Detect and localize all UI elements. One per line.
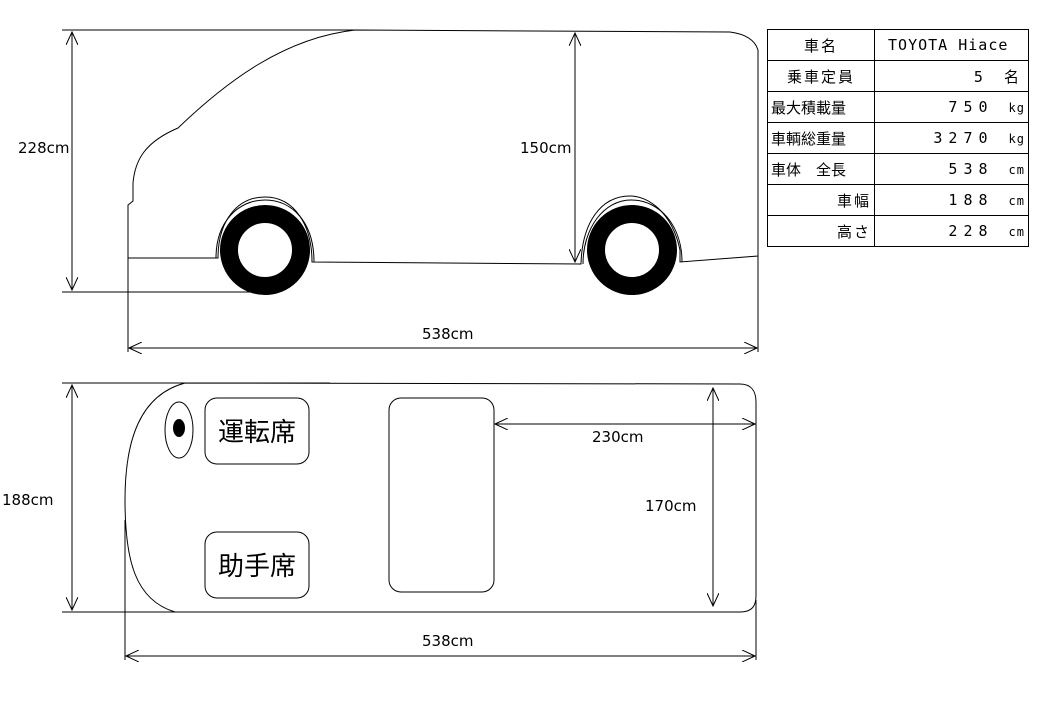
- van-top-outline: [124, 382, 757, 613]
- spec-value: 5 名: [874, 60, 1029, 92]
- length-label-top: 538cm: [422, 632, 474, 650]
- spec-row-length: 車体 全長 538 cm: [767, 153, 1029, 185]
- side-view: 228cm 150cm 538cm: [18, 29, 759, 352]
- spec-label: 車幅: [767, 184, 875, 216]
- capacity-value: 5: [973, 67, 989, 86]
- spec-label: 車体 全長: [767, 153, 875, 185]
- spec-row-height: 高さ 228 cm: [767, 215, 1029, 247]
- height-value: 228: [948, 222, 994, 240]
- driver-seat: [204, 397, 310, 465]
- length-value: 538: [948, 160, 994, 178]
- spec-row-width: 車幅 188 cm: [767, 184, 1029, 216]
- front-wheel: [220, 205, 310, 295]
- top-view: 運転席 助手席 188cm 230cm 170cm 538cm: [2, 382, 757, 660]
- spec-row-capacity: 乗車定員 5 名: [767, 60, 1029, 92]
- spec-value: 3270 kg: [874, 122, 1029, 154]
- width-total-label: 188cm: [2, 491, 54, 509]
- spec-value: 228 cm: [874, 215, 1029, 247]
- rear-wheel-arch: [582, 199, 683, 265]
- spec-row-gross-weight: 車輌総重量 3270 kg: [767, 122, 1029, 154]
- rear-wheel: [587, 205, 677, 295]
- spec-label: 最大積載量: [767, 91, 875, 123]
- spec-row-name: 車名 TOYOTA Hiace: [767, 29, 1029, 61]
- front-wheel-arch: [215, 199, 315, 263]
- spec-value: TOYOTA Hiace: [874, 29, 1029, 61]
- length-unit: cm: [1008, 163, 1025, 177]
- gross-weight-value: 3270: [933, 129, 994, 147]
- spec-row-max-load: 最大積載量 750 kg: [767, 91, 1029, 123]
- cargo-height-label: 150cm: [520, 139, 572, 157]
- spec-table: 車名 TOYOTA Hiace 乗車定員 5 名 最大積載量 750 kg 車輌…: [767, 29, 1029, 247]
- passenger-seat: [204, 531, 310, 599]
- cargo-width-label: 170cm: [645, 497, 697, 515]
- height-total-label: 228cm: [18, 139, 70, 157]
- width-unit: cm: [1008, 194, 1025, 208]
- steering-hub: [173, 419, 185, 437]
- driver-seat-label: 運転席: [218, 418, 296, 448]
- passenger-seat-label: 助手席: [218, 552, 296, 582]
- van-body-outline: [127, 29, 759, 265]
- vehicle-name: TOYOTA Hiace: [888, 36, 1009, 54]
- cargo-area: [388, 397, 495, 593]
- capacity-unit: 名: [1003, 67, 1025, 86]
- gross-weight-unit: kg: [1008, 132, 1025, 146]
- spec-value: 188 cm: [874, 184, 1029, 216]
- height-unit: cm: [1008, 225, 1025, 239]
- length-label-side: 538cm: [422, 325, 474, 343]
- steering-wheel-icon: [164, 401, 194, 459]
- spec-label: 乗車定員: [767, 60, 875, 92]
- spec-value: 750 kg: [874, 91, 1029, 123]
- width-value: 188: [948, 191, 994, 209]
- spec-label: 高さ: [767, 215, 875, 247]
- cargo-length-label: 230cm: [592, 428, 644, 446]
- max-load-value: 750: [948, 98, 994, 116]
- spec-label: 車輌総重量: [767, 122, 875, 154]
- max-load-unit: kg: [1008, 101, 1025, 115]
- spec-value: 538 cm: [874, 153, 1029, 185]
- spec-label: 車名: [767, 29, 875, 61]
